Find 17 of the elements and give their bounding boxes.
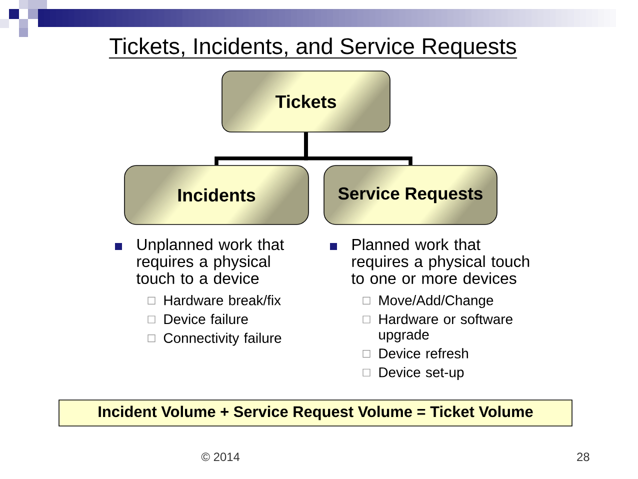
rounded-box: Incidents [124, 165, 309, 225]
sub-bullet-text: Connectivity failure [164, 332, 282, 346]
sub-bullet-text: Device set-up [379, 367, 464, 380]
sub-bullet-text: Hardware or software upgrade [379, 314, 512, 342]
title: Tickets, Incidents, and Service Requests [108, 38, 518, 59]
bullet-text: Planned work that requires a physical touch to one or more devices [351, 238, 530, 284]
sub-bullet-text: Hardware break/fix [164, 295, 281, 306]
sub-bullet-text: Device refresh [379, 348, 468, 358]
highlight-box: Incident Volume + Service Request Volume = Ticket Volume [58, 400, 572, 426]
rounded-box: Tickets [222, 70, 390, 132]
rounded-box: Service Requests [324, 165, 498, 225]
sub-bullet-text: Device failure [164, 314, 248, 324]
footer-text: © 2014 [201, 452, 240, 462]
bullet-text: Unplanned work that requires a physical touch to a device [136, 238, 284, 284]
page-number: 28 [577, 452, 590, 462]
connector-line [304, 132, 412, 166]
sub-bullet-text: Move/Add/Change [379, 295, 494, 308]
